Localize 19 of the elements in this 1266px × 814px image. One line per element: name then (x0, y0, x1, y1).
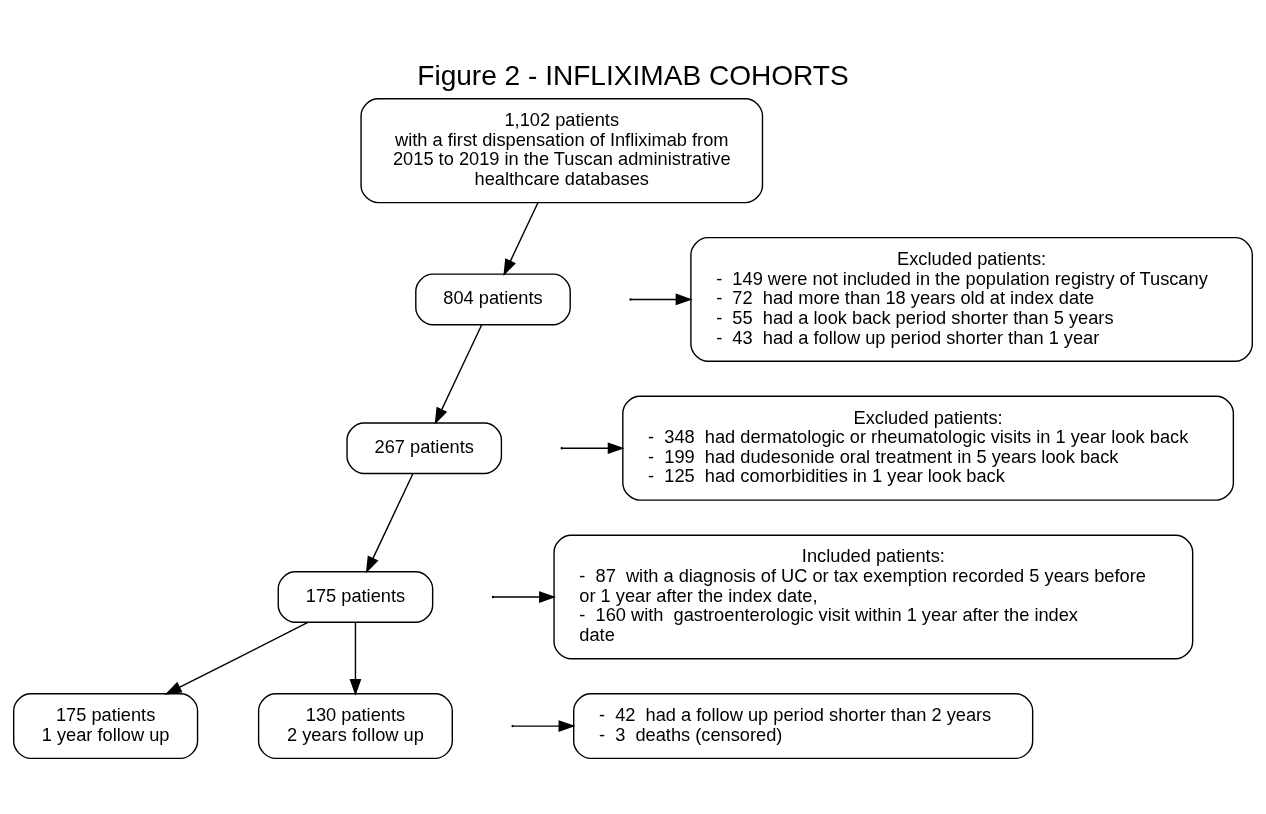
arrow (503, 201, 539, 276)
node-box: Excluded patients: - 348 had dermatologic or rheumatologic visits in 1 year look back - 199 had dudesonide oral treatment in 5 years look back - 125 had comorbidities in 1 year look back (622, 395, 1235, 501)
node-box: 804 patients (415, 272, 571, 325)
arrow (493, 590, 556, 603)
arrow (349, 621, 362, 696)
diagram-title: Figure 2 - INFLIXIMAB COHORTS (417, 59, 849, 91)
arrow (561, 441, 625, 454)
node-box: 175 patients (277, 570, 434, 623)
node-box: 1,102 patients with a first dispensation of Infliximab from 2015 to 2019 in the Tuscan administrative healthcare databases (360, 97, 764, 203)
node-box: 267 patients (346, 421, 503, 474)
node-box: 130 patients 2 years follow up (257, 692, 453, 759)
arrow (434, 323, 483, 425)
node-box: - 42 had a follow up period shorter than 2 years - 3 deaths (censored) (573, 692, 1034, 759)
node-box: Included patients: - 87 with a diagnosis of UC or tax exemption recorded 5 years before or 1 year after the index date, - 160 with gastroenterologic visit within 1 year after the index date (553, 534, 1194, 659)
arrow (164, 621, 309, 695)
arrow (630, 293, 693, 305)
node-box: Excluded patients: - 149 were not included in the population registry of Tuscany - 72 had more than 18 years old at index date - 55 had a look back period shorter than 5 years - 43 had a follow up period shorter than 1 year (690, 236, 1253, 362)
node-box: 175 patients 1 year follow up (13, 692, 199, 759)
arrow (365, 472, 414, 573)
